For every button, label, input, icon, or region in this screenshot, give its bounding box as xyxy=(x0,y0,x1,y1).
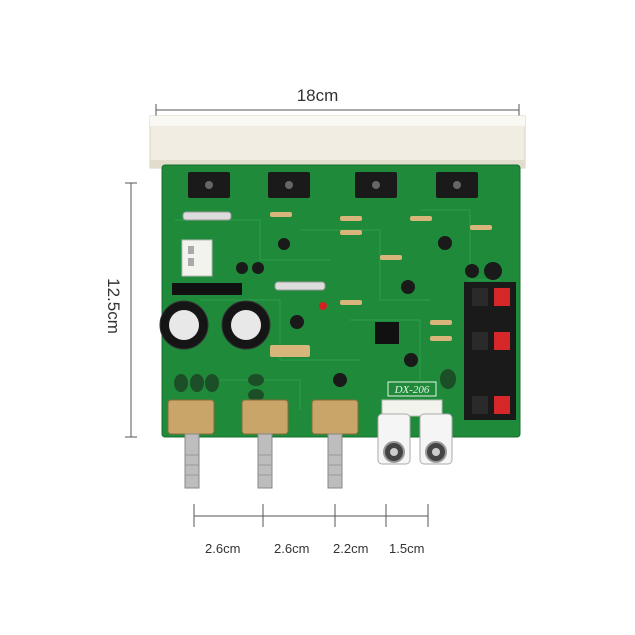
rca-jacks xyxy=(377,413,453,465)
model-label: DX-206 xyxy=(394,384,430,396)
resistors xyxy=(270,212,492,357)
speaker-terminal xyxy=(464,282,516,420)
spacing-label-1: 2.6cm xyxy=(205,541,241,556)
height-dimension-line xyxy=(125,182,137,438)
input-header xyxy=(381,399,443,417)
spacing-label-3: 2.2cm xyxy=(333,541,369,556)
fuses xyxy=(182,211,326,291)
heatsink xyxy=(149,115,526,169)
width-dimension-line xyxy=(155,104,520,116)
film-capacitors xyxy=(174,369,456,401)
filter-capacitors xyxy=(159,283,271,350)
power-transistors xyxy=(188,172,478,198)
width-label: 18cm xyxy=(296,86,339,105)
spacing-label-4: 1.5cm xyxy=(389,541,425,556)
model-silkscreen: DX-206 xyxy=(387,381,437,397)
potentiometers xyxy=(167,399,359,489)
spacing-dimension-line xyxy=(193,504,429,527)
height-label: 12.5cm xyxy=(104,278,123,334)
red-led xyxy=(319,302,327,310)
power-connector xyxy=(181,239,213,277)
spacing-label-2: 2.6cm xyxy=(274,541,310,556)
small-capacitors xyxy=(236,236,502,387)
ic-chip xyxy=(375,322,399,344)
